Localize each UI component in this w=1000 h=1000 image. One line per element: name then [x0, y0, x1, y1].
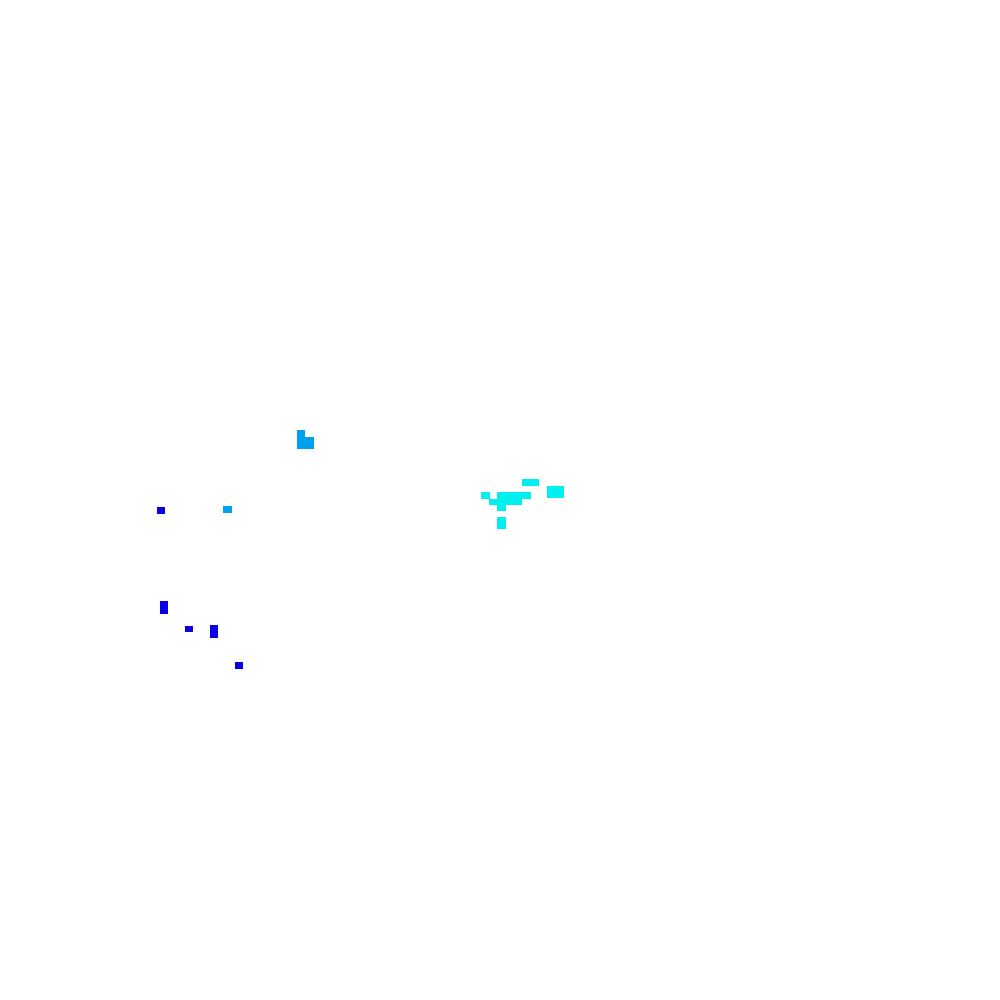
blue-pixel: [157, 507, 165, 514]
blue-pixel: [185, 626, 193, 632]
cyan-pixel: [497, 517, 506, 529]
sky-pixel: [297, 430, 305, 449]
cyan-pixel: [489, 499, 522, 505]
cyan-pixel: [497, 505, 506, 511]
blue-pixel: [235, 662, 243, 669]
blue-pixel: [160, 601, 168, 614]
blue-pixel: [210, 625, 218, 638]
cyan-pixel: [497, 492, 531, 499]
cyan-pixel: [481, 492, 490, 499]
sky-pixel: [223, 506, 232, 513]
cyan-pixel: [547, 486, 564, 498]
cyan-pixel: [522, 479, 539, 486]
sky-pixel: [305, 437, 314, 449]
